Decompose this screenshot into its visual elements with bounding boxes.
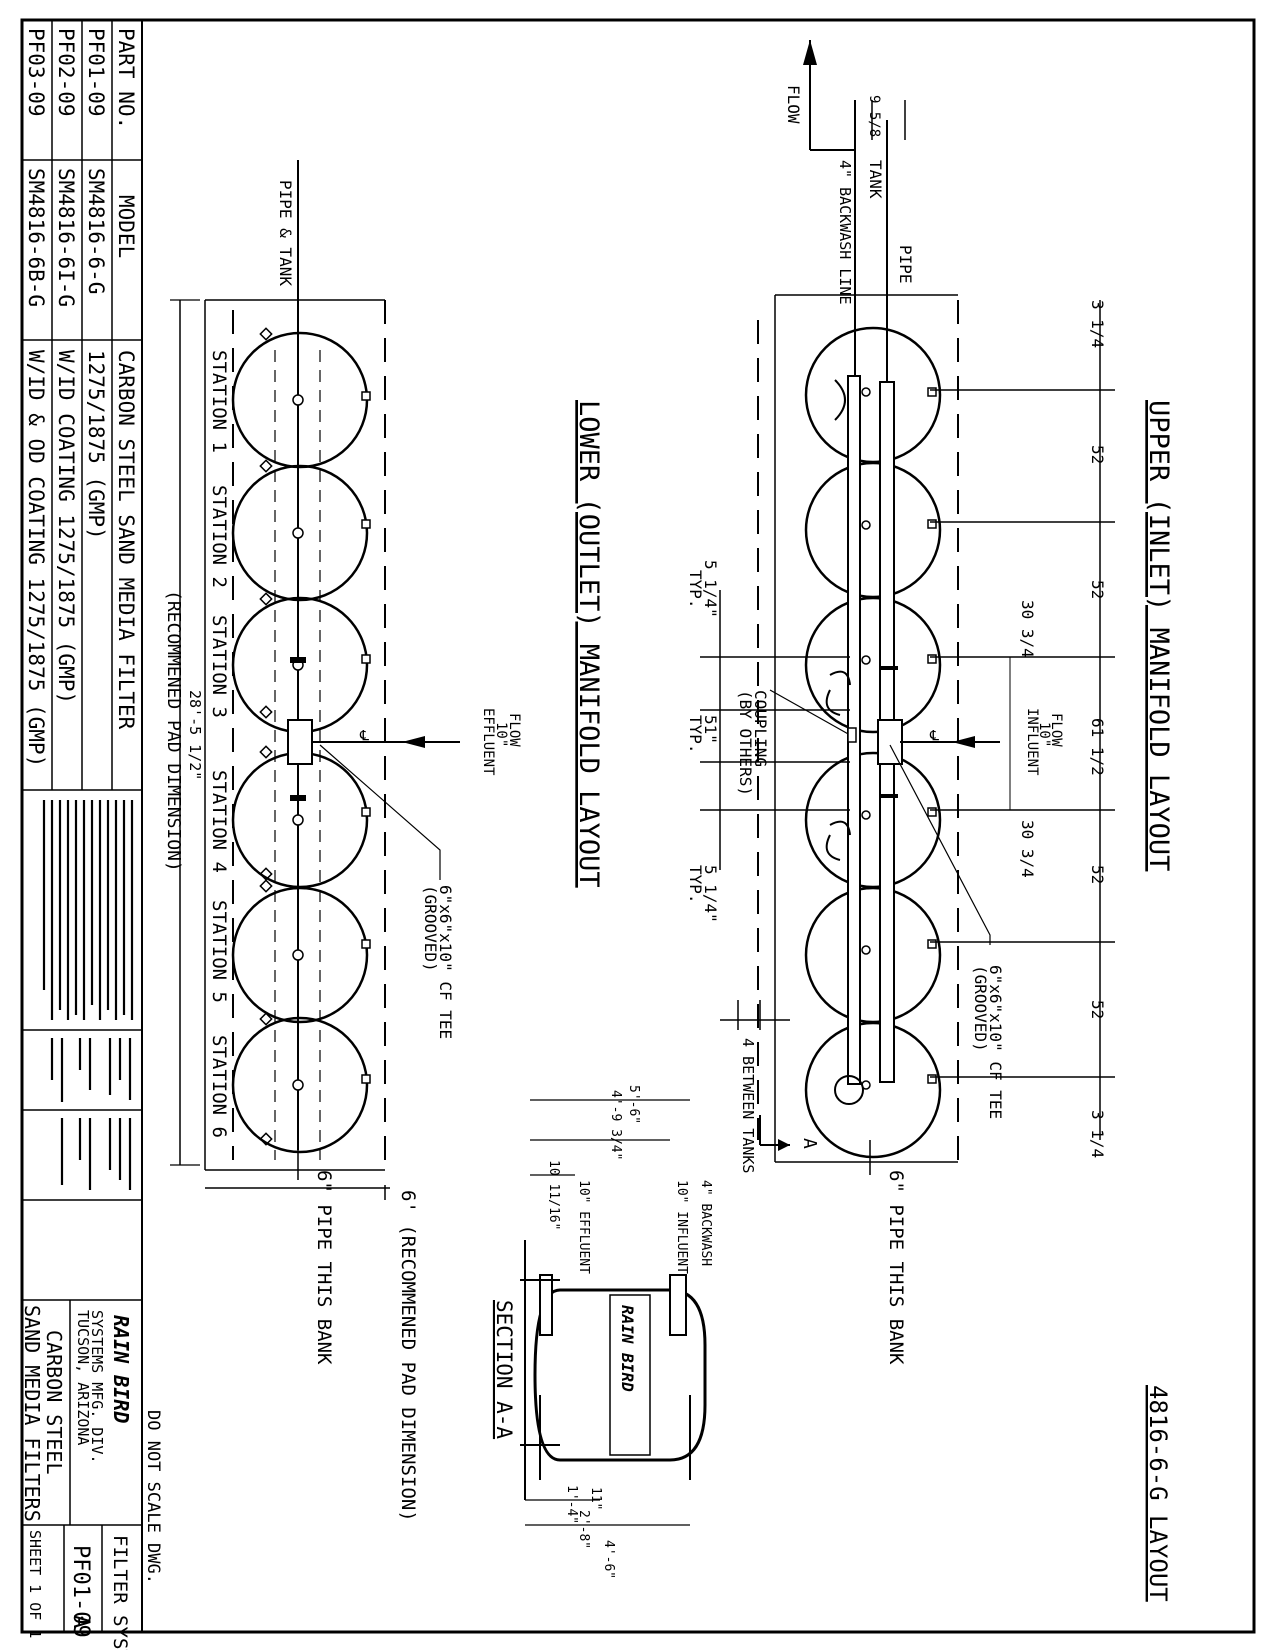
section-dim-10-11-16: 10 11/16": [546, 1160, 561, 1230]
dim-30-3-4-a: 30 3/4: [1018, 600, 1037, 658]
section-marker: A: [799, 1138, 820, 1149]
coupling-by-others: (BY OTHERS): [736, 690, 755, 796]
lower-pad-dim: (RECOMMENED PAD DIMENSION): [163, 590, 184, 872]
upper-tanks: [804, 326, 942, 1159]
parts-table: PART NO. MODEL CARBON STEEL SAND MEDIA F…: [20, 20, 142, 1650]
company-logo: RAIN BIRD: [109, 1315, 133, 1423]
left-dim-5-1-4-a: 5 1/4": [701, 560, 720, 618]
dim-61-1-2: 61 1/2: [1088, 718, 1107, 776]
lower-tee-label: 6"x6"x10" CF TEE: [436, 885, 455, 1039]
section-dim-1-4: 1'-4": [564, 1485, 579, 1524]
left-dim-typ-b: TYP.: [686, 715, 705, 754]
section-effluent: 10" EFFLUENT: [576, 1180, 591, 1274]
row3-part: PF03-09: [24, 28, 48, 117]
section-dim-4-9: 4'-9 3/4": [608, 1090, 623, 1160]
header-model: MODEL: [114, 195, 138, 258]
influent-flow-2: 10": [1036, 722, 1052, 747]
section-brand: RAIN BIRD: [618, 1305, 637, 1392]
upper-pipe-this-bank: 6" PIPE THIS BANK: [885, 1170, 907, 1365]
header-part-no: PART NO.: [114, 28, 138, 129]
overall-dim: 28'-5 1/2": [186, 690, 204, 780]
dim-30-3-4-b: 30 3/4: [1018, 820, 1037, 878]
dim-52-c: 52: [1088, 865, 1107, 884]
lower-manifold-layout: LOWER (OUTLET) MANIFOLD LAYOUT: [163, 160, 604, 1365]
row3-desc: W/ID & OD COATING 1275/1875 (GMP): [24, 350, 48, 767]
left-dim-5-1-4-b: 5 1/4": [701, 865, 720, 923]
effluent-cl: ℄: [359, 728, 369, 744]
drawing-title-line1: CARBON STEEL: [42, 1330, 66, 1475]
sheet-number: SHEET 1 OF 1: [26, 1530, 44, 1638]
row2-desc: W/ID COATING 1275/1875 (GMP): [54, 350, 78, 704]
row3-model: SM4816-6B-G: [24, 168, 48, 307]
section-dim-2-8: 2'-8": [576, 1510, 591, 1549]
left-dim-51: 51": [701, 715, 720, 744]
between-tanks-label: 4 BETWEEN TANKS: [739, 1038, 757, 1173]
do-not-scale-note: DO NOT SCALE DWG.: [143, 1410, 163, 1584]
influent-flow-1: FLOW: [1048, 713, 1064, 747]
section-backwash: 4" BACKWASH: [698, 1180, 713, 1266]
station-5: STATION 5: [208, 900, 230, 1003]
dim-3-1-4-bottom: 3 1/4: [1088, 1110, 1107, 1158]
upper-flow-label: FLOW: [784, 85, 803, 124]
station-4: STATION 4: [208, 770, 230, 873]
dim-52-b: 52: [1088, 580, 1107, 599]
coupling-label: COUPLING: [751, 690, 770, 767]
drawing-title-line2: SAND MEDIA FILTERS: [20, 1305, 44, 1522]
revision: A: [68, 1615, 93, 1628]
tank-label: TANK: [866, 160, 885, 199]
upper-tee-label: 6"x6"x10" CF TEE: [986, 965, 1005, 1119]
upper-title: UPPER (INLET) MANIFOLD LAYOUT: [1143, 400, 1174, 871]
division-line1: SYSTEMS MFG. DIV.: [88, 1310, 106, 1464]
upper-manifold-layout: UPPER (INLET) MANIFOLD LAYOUT 4816-6-G L…: [205, 40, 1174, 1602]
station-1: STATION 1: [208, 350, 230, 453]
division-line2: TUCSON, ARIZONA: [74, 1310, 92, 1445]
section-title: SECTION A-A: [492, 1300, 516, 1439]
station-2: STATION 2: [208, 485, 230, 588]
upper-tee-grooved: (GROOVED): [971, 965, 990, 1052]
backwash-line-label: 4" BACKWASH LINE: [836, 160, 854, 305]
upper-pad-dim: 6' (RECOMMENED PAD DIMENSION): [397, 1190, 419, 1522]
section-dim-5-6: 5'-6": [626, 1085, 641, 1124]
effluent-flow-2: 10": [493, 722, 509, 747]
dim-52-a: 52: [1088, 445, 1107, 464]
lower-pipe-this-bank: 6" PIPE THIS BANK: [313, 1170, 335, 1365]
influent-flow-3: INFLUENT: [1024, 708, 1040, 776]
effluent-flow-1: FLOW: [506, 713, 522, 747]
row2-model: SM4816-6I-G: [54, 168, 78, 307]
influent-cl: ℄: [929, 728, 939, 744]
row2-part: PF02-09: [54, 28, 78, 117]
pipe-tank-cl: PIPE & TANK: [276, 180, 295, 286]
header-description: CARBON STEEL SAND MEDIA FILTER: [114, 350, 138, 730]
lower-tee-grooved: (GROOVED): [421, 885, 440, 972]
drawing-number: PF01-09: [68, 1545, 93, 1638]
effluent-flow-3: EFFLUENT: [480, 708, 496, 776]
row1-desc: 1275/1875 (GMP): [84, 350, 108, 540]
pipe-cl-label: PIPE: [896, 245, 915, 284]
drawing-border: [20, 18, 1256, 1634]
left-dim-typ-c: TYP.: [686, 865, 705, 904]
row1-part: PF01-09: [84, 28, 108, 117]
dim-52-d: 52: [1088, 1000, 1107, 1019]
product-line: FILTER SYSTEMS: [109, 1535, 131, 1650]
section-dim-11: 11": [588, 1487, 603, 1510]
station-3: STATION 3: [208, 615, 230, 718]
section-a-a: SECTION A-A RAIN BIRD 4" BACKWASH 10" IN…: [492, 1085, 713, 1579]
section-dim-4-6: 4'-6": [601, 1540, 616, 1579]
station-6: STATION 6: [208, 1035, 230, 1138]
fine-print-notes: [22, 800, 142, 1526]
lower-title: LOWER (OUTLET) MANIFOLD LAYOUT: [573, 400, 604, 888]
layout-title: 4816-6-G LAYOUT: [1144, 1385, 1172, 1602]
tank-dim-9-5-8: 9 5/8: [866, 95, 882, 137]
section-influent: 10" INFLUENT: [674, 1180, 689, 1274]
left-dim-typ-a: TYP.: [686, 570, 705, 609]
dim-3-1-4-top: 3 1/4: [1088, 300, 1107, 348]
row1-model: SM4816-6-G: [84, 168, 108, 294]
